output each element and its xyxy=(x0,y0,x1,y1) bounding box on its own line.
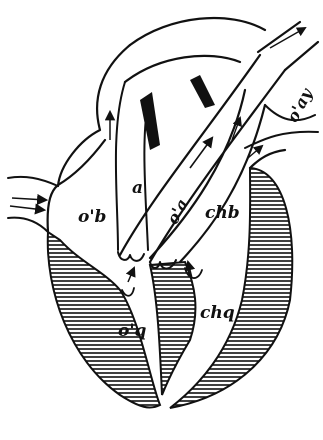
label-oa: o'a xyxy=(163,196,192,228)
label-oay: o'ay xyxy=(283,84,317,126)
septum xyxy=(150,262,195,395)
label-a: a xyxy=(132,178,143,198)
left-ventricle-wall xyxy=(48,232,160,408)
label-chb: chb xyxy=(205,203,240,223)
arch-vessel xyxy=(110,18,265,250)
label-chq: chq xyxy=(200,303,235,323)
label-oq: o'q xyxy=(118,321,147,341)
label-ob: o'b xyxy=(78,207,106,227)
pulmonary-veins xyxy=(8,177,58,232)
